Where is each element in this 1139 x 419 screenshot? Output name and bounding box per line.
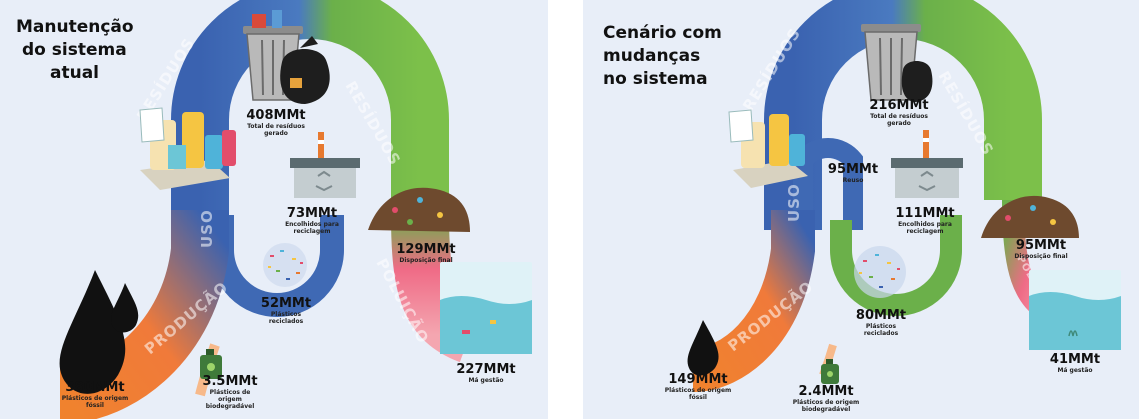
- left-reciclados-value: 52MMt: [260, 296, 312, 311]
- left-panel: RESÍDUOS RESÍDUOS USO PRODUÇÃO POLUIÇÃO: [0, 0, 548, 419]
- right-title-line-2: mudanças: [603, 46, 701, 66]
- left-bio-value: 3.5MMt: [202, 374, 258, 389]
- right-reciclagem-value: 111MMt: [895, 206, 955, 221]
- right-disposicao-label: 95MMt Disposição final: [1011, 238, 1071, 260]
- plastic-confetti-icon: [854, 246, 906, 298]
- right-fossil-value: 149MMt: [668, 372, 728, 387]
- garbage-bag-icon: [280, 36, 330, 104]
- household-plastics-icon: [728, 109, 808, 188]
- bio-jerrycan-icon: [200, 349, 222, 379]
- right-reuso-value: 95MMt: [827, 162, 879, 177]
- right-disposicao-value: 95MMt: [1015, 238, 1067, 253]
- recycling-loop: [830, 215, 962, 316]
- left-reciclagem-label: 73MMt Encolhidos para reciclagem: [282, 206, 342, 235]
- left-disposicao-label: 129MMt Disposição final: [396, 242, 456, 264]
- right-total-label: 216MMt Total de resíduos gerado: [867, 98, 931, 127]
- recycling-factory-icon: [290, 132, 360, 198]
- left-reciclagem-value: 73MMt: [286, 206, 338, 221]
- right-title: Cenário com mudanças no sistema: [603, 22, 722, 91]
- ocean-tank-icon: [1029, 270, 1121, 350]
- left-title-line-1: Manutenção: [16, 17, 134, 37]
- left-fossil-label: 380MMt Plásticos de origem fóssil: [55, 380, 135, 409]
- left-flow-diagram: RESÍDUOS RESÍDUOS USO PRODUÇÃO POLUIÇÃO: [58, 0, 532, 419]
- oil-drop-icon: [59, 270, 139, 394]
- left-disposicao-value: 129MMt: [396, 242, 456, 257]
- plastic-confetti-icon: [263, 243, 307, 287]
- right-reciclados-label: 80MMt Plásticos reciclados: [849, 308, 913, 337]
- right-total-value: 216MMt: [869, 98, 929, 113]
- landfill-pile-icon: [981, 195, 1079, 238]
- right-reuso-label: 95MMt Reuso: [823, 162, 883, 184]
- right-ma-gestao-value: 41MMt: [1049, 352, 1101, 367]
- left-bio-label: 3.5MMt Plásticos de origem biodegradável: [198, 374, 262, 410]
- left-total-label: 408MMt Total de resíduos gerado: [244, 108, 308, 137]
- left-title-line-2: do sistema: [22, 40, 127, 60]
- word-uso: USO: [785, 183, 803, 222]
- reuso-loop: [793, 138, 863, 230]
- household-plastics-icon: [139, 107, 236, 190]
- left-ma-gestao-label: 227MMt Má gestão: [456, 362, 516, 384]
- right-reciclagem-label: 111MMt Encolhidos para reciclagem: [893, 206, 957, 235]
- left-title: Manutenção do sistema atual: [16, 16, 134, 85]
- right-reciclados-value: 80MMt: [855, 308, 907, 323]
- left-reciclados-label: 52MMt Plásticos reciclados: [254, 296, 318, 325]
- right-bio-label: 2.4MMt Plásticos de origem biodegradável: [792, 384, 860, 413]
- landfill-pile-icon: [368, 187, 470, 232]
- left-total-value: 408MMt: [246, 108, 306, 123]
- residuos-arch: [764, 0, 1042, 230]
- right-ma-gestao-label: 41MMt Má gestão: [1045, 352, 1105, 374]
- recycling-factory-icon: [891, 130, 963, 198]
- word-uso: USO: [198, 209, 216, 248]
- right-title-line-3: no sistema: [603, 69, 708, 89]
- left-title-line-3: atual: [50, 63, 99, 83]
- garbage-bag-icon: [901, 61, 933, 102]
- left-fossil-value: 380MMt: [65, 380, 125, 395]
- residuos-arch: [171, 0, 449, 230]
- right-title-line-1: Cenário com: [603, 23, 722, 43]
- left-ma-gestao-value: 227MMt: [456, 362, 516, 377]
- ocean-tank-icon: [440, 262, 532, 354]
- right-flow-diagram: RESÍDUOS RESÍDUOS USO PRODUÇÃO POLUIÇÃO: [687, 0, 1121, 392]
- oil-drop-icon: [687, 320, 719, 376]
- right-panel: RESÍDUOS RESÍDUOS USO PRODUÇÃO POLUIÇÃO: [583, 0, 1139, 419]
- right-fossil-label: 149MMt Plásticos de origem fóssil: [658, 372, 738, 401]
- bio-jerrycan-icon: [821, 359, 839, 384]
- right-bio-value: 2.4MMt: [798, 384, 854, 399]
